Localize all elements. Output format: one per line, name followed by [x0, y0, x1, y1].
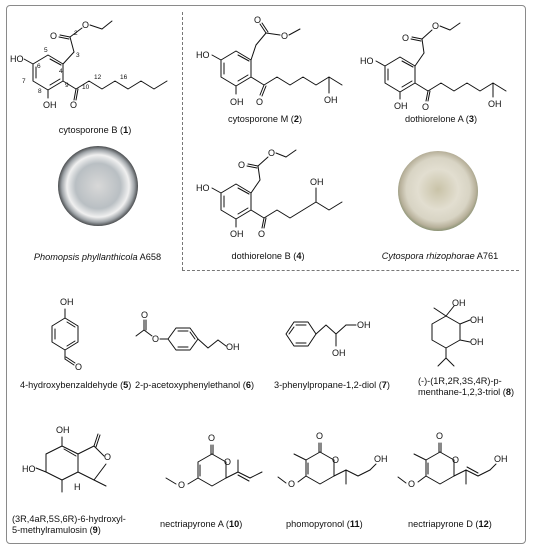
atom-o: O — [408, 479, 415, 489]
atom-oh: OH — [230, 97, 244, 107]
section-divider-vertical — [182, 12, 183, 270]
label-fungus-a761: Cytospora rhizophorae A761 — [381, 251, 499, 261]
atom-oh: OH — [230, 229, 244, 239]
atom-o: O — [452, 455, 459, 465]
atom-oh: OH — [43, 100, 57, 110]
svg-text:2: 2 — [74, 30, 78, 37]
label-compound-1: cytosporone B (1) — [58, 125, 132, 135]
atom-oh: OH — [494, 454, 508, 464]
atom-oh: OH — [56, 425, 70, 435]
atom-o: O — [82, 20, 89, 30]
svg-text:10: 10 — [82, 84, 90, 91]
label-compound-5: 4-hydroxybenzaldehyde (5) — [20, 380, 132, 390]
atom-ho: HO — [22, 464, 36, 474]
structure-nectriapyrone-a: O O O — [165, 433, 263, 490]
structure-3-phenylpropane-1-2-diol: OH OH — [285, 320, 371, 358]
atom-o: O — [316, 431, 323, 441]
svg-text:9: 9 — [65, 82, 69, 89]
label-compound-6: 2-p-acetoxyphenylethanol (6) — [135, 380, 255, 390]
svg-text:7: 7 — [22, 78, 26, 85]
atom-ho: HO — [360, 56, 374, 66]
atom-ho: HO — [196, 50, 210, 60]
atom-o: O — [332, 455, 339, 465]
structure-dothiorelone-b: HO OH O O O OH — [196, 148, 343, 239]
structure-4-hydroxybenzaldehyde: OH O — [51, 297, 82, 372]
atom-o: O — [224, 457, 231, 467]
atom-o: O — [436, 431, 443, 441]
atom-ho: HO — [196, 183, 210, 193]
atom-oh: OH — [488, 99, 502, 109]
label-compound-9: (3R,4aR,5S,6R)-6-hydroxyl- 5-methylramul… — [12, 514, 126, 535]
structure-cytosporone-m: HO OH O O O OH — [196, 15, 343, 107]
label-compound-3: dothiorelone A (3) — [404, 114, 478, 124]
atom-oh: OH — [310, 177, 324, 187]
atom-o: O — [104, 452, 111, 462]
structure-6-hydroxyl-5-methylramulosin: OH O HO H — [22, 425, 111, 493]
structure-cytosporone-b: HO OH O O O 5 6 7 8 9 4 3 2 10 12 16 — [10, 20, 168, 110]
atom-o: O — [70, 100, 77, 110]
atom-o: O — [288, 479, 295, 489]
atom-o: O — [402, 33, 409, 43]
structure-p-menthane-triol: OH OH OH — [431, 298, 484, 367]
svg-text:8: 8 — [38, 88, 42, 95]
label-compound-8: (-)-(1R,2R,3S,4R)-p- menthane-1,2,3-trio… — [418, 376, 515, 397]
label-compound-12: nectriapyrone D (12) — [408, 519, 492, 529]
atom-oh: OH — [374, 454, 388, 464]
atom-oh: OH — [324, 95, 338, 105]
atom-oh: OH — [226, 342, 240, 352]
label-compound-4: dothiorelone B (4) — [231, 251, 305, 261]
svg-text:12: 12 — [94, 74, 102, 81]
label-compound-11: phomopyronol (11) — [286, 519, 363, 529]
atom-o: O — [422, 102, 429, 112]
atom-o: O — [208, 433, 215, 443]
label-compound-7: 3-phenylpropane-1,2-diol (7) — [274, 380, 390, 390]
structure-dothiorelone-a: HO OH O O O OH — [360, 21, 507, 112]
atom-oh: OH — [332, 348, 346, 358]
atom-o: O — [258, 229, 265, 239]
atom-oh: OH — [394, 101, 408, 111]
atom-oh: OH — [357, 320, 371, 330]
atom-o: O — [141, 310, 148, 320]
atom-oh: OH — [470, 337, 484, 347]
svg-text:4: 4 — [59, 68, 63, 75]
petri-dish-image-a658 — [58, 146, 138, 226]
atom-o: O — [238, 160, 245, 170]
atom-ho: HO — [10, 54, 24, 64]
svg-text:16: 16 — [120, 74, 128, 81]
atom-oh: OH — [452, 298, 466, 308]
svg-text:5: 5 — [44, 47, 48, 54]
petri-dish-image-a761 — [398, 151, 478, 231]
atom-h: H — [74, 482, 81, 492]
structure-2-p-acetoxyphenylethanol: O O OH — [135, 310, 240, 352]
atom-o: O — [178, 480, 185, 490]
atom-o: O — [281, 31, 288, 41]
svg-text:6: 6 — [37, 63, 41, 70]
atom-o: O — [152, 334, 159, 344]
atom-oh: OH — [60, 297, 74, 307]
atom-oh: OH — [470, 315, 484, 325]
structure-phomopyronol: O O O OH — [277, 431, 388, 489]
atom-o: O — [75, 362, 82, 372]
atom-o: O — [268, 148, 275, 158]
label-compound-2: cytosporone M (2) — [227, 114, 303, 124]
label-fungus-a658: Phomopsis phyllanthicola A658 — [33, 252, 162, 262]
label-compound-10: nectriapyrone A (10) — [160, 519, 243, 529]
structure-nectriapyrone-d: O O O OH — [397, 431, 508, 489]
svg-text:3: 3 — [76, 52, 80, 59]
atom-o: O — [432, 21, 439, 31]
atom-o: O — [254, 15, 261, 25]
atom-o: O — [50, 31, 57, 41]
atom-o: O — [256, 97, 263, 107]
section-divider-horizontal — [182, 270, 519, 271]
figure-frame — [6, 5, 526, 544]
